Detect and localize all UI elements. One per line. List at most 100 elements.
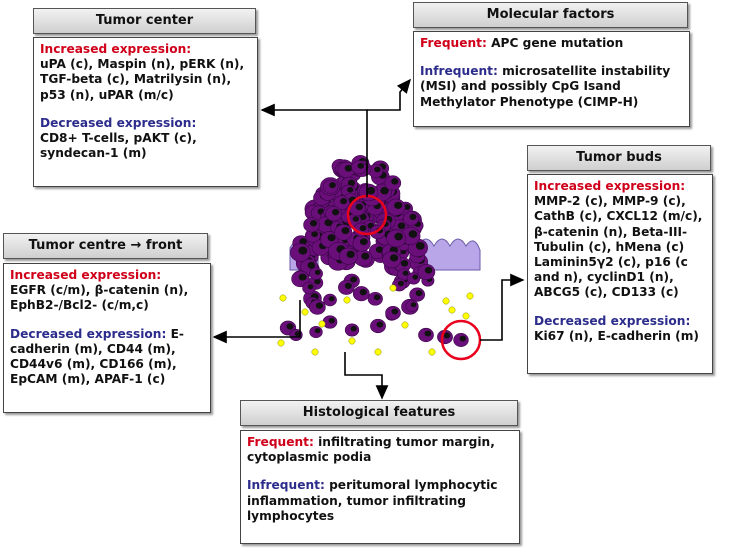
tumor-cell xyxy=(322,179,339,194)
histological-frequent-label: Frequent: xyxy=(247,435,314,449)
tumor-cell xyxy=(418,327,434,343)
lymphocyte xyxy=(311,348,319,356)
tumor-cell xyxy=(309,267,323,280)
lymphocyte xyxy=(462,312,470,320)
tumor-cell xyxy=(338,279,355,295)
tumor-cell xyxy=(386,198,406,216)
tumor-cell xyxy=(303,217,320,233)
tumor-cell xyxy=(333,195,350,210)
tumor-front-decreased-line: CD44v6 (m), CD166 (m), xyxy=(10,357,177,372)
tumor-front-increased-label: Increased expression: xyxy=(10,268,162,282)
tumor-cell xyxy=(384,175,402,191)
tumor-buds-increased-line: β-catenin (n), Beta-III- xyxy=(534,224,688,239)
tumor-cell xyxy=(405,300,419,312)
tumor-center-box: Increased expression: uPA (c), Maspin (n… xyxy=(33,37,258,187)
tumor-cell xyxy=(367,291,383,306)
histological-infrequent-label: Infrequent: xyxy=(247,478,325,493)
connector-arrows xyxy=(212,78,525,400)
tumor-cell xyxy=(338,247,358,265)
tumor-cell xyxy=(353,249,373,267)
tumor-cell xyxy=(309,299,326,315)
lymphocyte xyxy=(318,320,326,328)
infrequent-label: Infrequent: xyxy=(420,64,498,79)
tumor-cell xyxy=(304,228,321,243)
tumor-center-increased-line: TGF-beta (c), Matrilysin (n), xyxy=(40,72,232,87)
histological-infrequent: Infrequent: peritumoral lymphocytic xyxy=(247,478,513,493)
histological-features-box: Frequent: infiltrating tumor margin, cyt… xyxy=(240,430,520,544)
lymphocyte xyxy=(348,337,356,345)
tumor-center-decreased-label: Decreased expression: xyxy=(40,115,197,130)
tumor-front-decreased-first: E- xyxy=(166,326,184,341)
histological-infrequent-line: inflammation, tumor infiltrating xyxy=(247,493,467,508)
tumor-cell xyxy=(402,211,420,226)
tumor-cell xyxy=(352,286,370,302)
lymphocyte xyxy=(428,348,436,356)
tumor-front-increased-line: EphB2-/Bcl2- (c/m,c) xyxy=(10,298,149,313)
tumor-cell xyxy=(385,305,401,321)
tumor-center-decreased-line: CD8+ T-cells, pAKT (c), xyxy=(40,131,197,146)
tumor-front-decreased-line: EpCAM (m), APAF-1 (c) xyxy=(10,372,166,387)
tumor-front-box: Increased expression: EGFR (c/m), β-cate… xyxy=(3,263,211,413)
tumor-cell xyxy=(409,287,426,302)
tumor-center-increased-line: p53 (n), uPAR (m/c) xyxy=(40,87,174,102)
tumor-cell xyxy=(417,264,436,280)
tumor-buds-increased-line: Laminin5γ2 (c), p16 (c xyxy=(534,255,688,270)
molecular-infrequent-line: Methylator Phenotype (CIMP-H) xyxy=(420,94,639,109)
histological-frequent-first: infiltrating tumor margin, xyxy=(313,435,495,449)
histological-frequent-line: cytoplasmic podia xyxy=(247,450,372,465)
lymphocyte xyxy=(343,296,351,304)
tumor-cell xyxy=(386,229,407,248)
tumor-cell xyxy=(344,323,360,337)
tumor-buds-increased-line: and n), cyclinD1 (n), xyxy=(534,270,674,285)
lymphocyte xyxy=(442,297,450,305)
histological-frequent: Frequent: infiltrating tumor margin, xyxy=(247,435,513,450)
tumor-front-increased-line: EGFR (c/m), β-catenin (n), xyxy=(10,283,189,298)
tumor-buds-decreased-line: Ki67 (n), E-cadherin (m) xyxy=(534,328,699,343)
tumor-cell xyxy=(453,333,469,347)
tumor-buds-increased-line: ABCG5 (c), CD133 (c) xyxy=(534,285,679,300)
tumor-cell xyxy=(370,318,386,334)
frequent-text: APC gene mutation xyxy=(486,36,624,50)
arrow-to-tumor-front xyxy=(212,300,301,344)
tumor-buds-box: Increased expression: MMP-2 (c), MMP-9 (… xyxy=(527,174,713,374)
tumor-center-decreased-line: syndecan-1 (m) xyxy=(40,146,147,161)
lymphocyte xyxy=(401,321,409,329)
tumor-buds-increased-line: MMP-2 (c), MMP-9 (c), xyxy=(534,194,686,209)
molecular-infrequent-line: (MSI) and possibly CpG Isand xyxy=(420,79,621,94)
tumor-cell xyxy=(334,224,353,241)
lymphocyte xyxy=(389,284,397,292)
molecular-factors-box: Frequent: APC gene mutation Infrequent: … xyxy=(413,31,690,127)
tumor-cell xyxy=(323,293,337,307)
tumor-cell xyxy=(382,251,402,269)
molecular-infrequent: Infrequent: microsatellite instability xyxy=(420,64,683,79)
lymphocyte xyxy=(279,294,287,302)
lymphocyte xyxy=(374,348,382,356)
tumor-buds-increased-line: Tubulin (c), hMena (c) xyxy=(534,239,685,254)
lymphocyte xyxy=(301,308,309,316)
tumor-cell xyxy=(352,235,371,252)
tumor-center-title: Tumor center xyxy=(33,8,256,34)
tumor-front-title: Tumor centre → front xyxy=(3,233,208,259)
tumor-cell xyxy=(351,160,367,175)
lymphocyte xyxy=(448,306,456,314)
tumor-center-increased-line: uPA (c), Maspin (n), pERK (n), xyxy=(40,57,245,72)
tumor-cell xyxy=(302,282,316,295)
tumor-mass xyxy=(279,155,469,347)
lymphocytes xyxy=(277,284,474,356)
molecular-frequent: Frequent: APC gene mutation xyxy=(420,36,683,51)
frequent-label: Frequent: xyxy=(420,36,487,50)
tumor-buds-increased-label: Increased expression: xyxy=(534,179,686,193)
arrow-to-histological xyxy=(344,352,389,400)
tumor-buds-title: Tumor buds xyxy=(527,145,711,171)
tumor-cell xyxy=(406,272,421,285)
tumor-cell xyxy=(322,315,338,329)
arrow-to-molecular-factors xyxy=(367,78,412,111)
infrequent-text: microsatellite instability xyxy=(497,64,671,79)
tumor-cell xyxy=(289,328,303,342)
molecular-factors-title: Molecular factors xyxy=(413,2,688,28)
tumor-center-increased-label: Increased expression: xyxy=(40,42,192,56)
tumor-front-decreased-label: Decreased expression: xyxy=(10,326,167,341)
tumor-cell xyxy=(309,325,323,339)
histological-infrequent-line: lymphocytes xyxy=(247,508,335,523)
